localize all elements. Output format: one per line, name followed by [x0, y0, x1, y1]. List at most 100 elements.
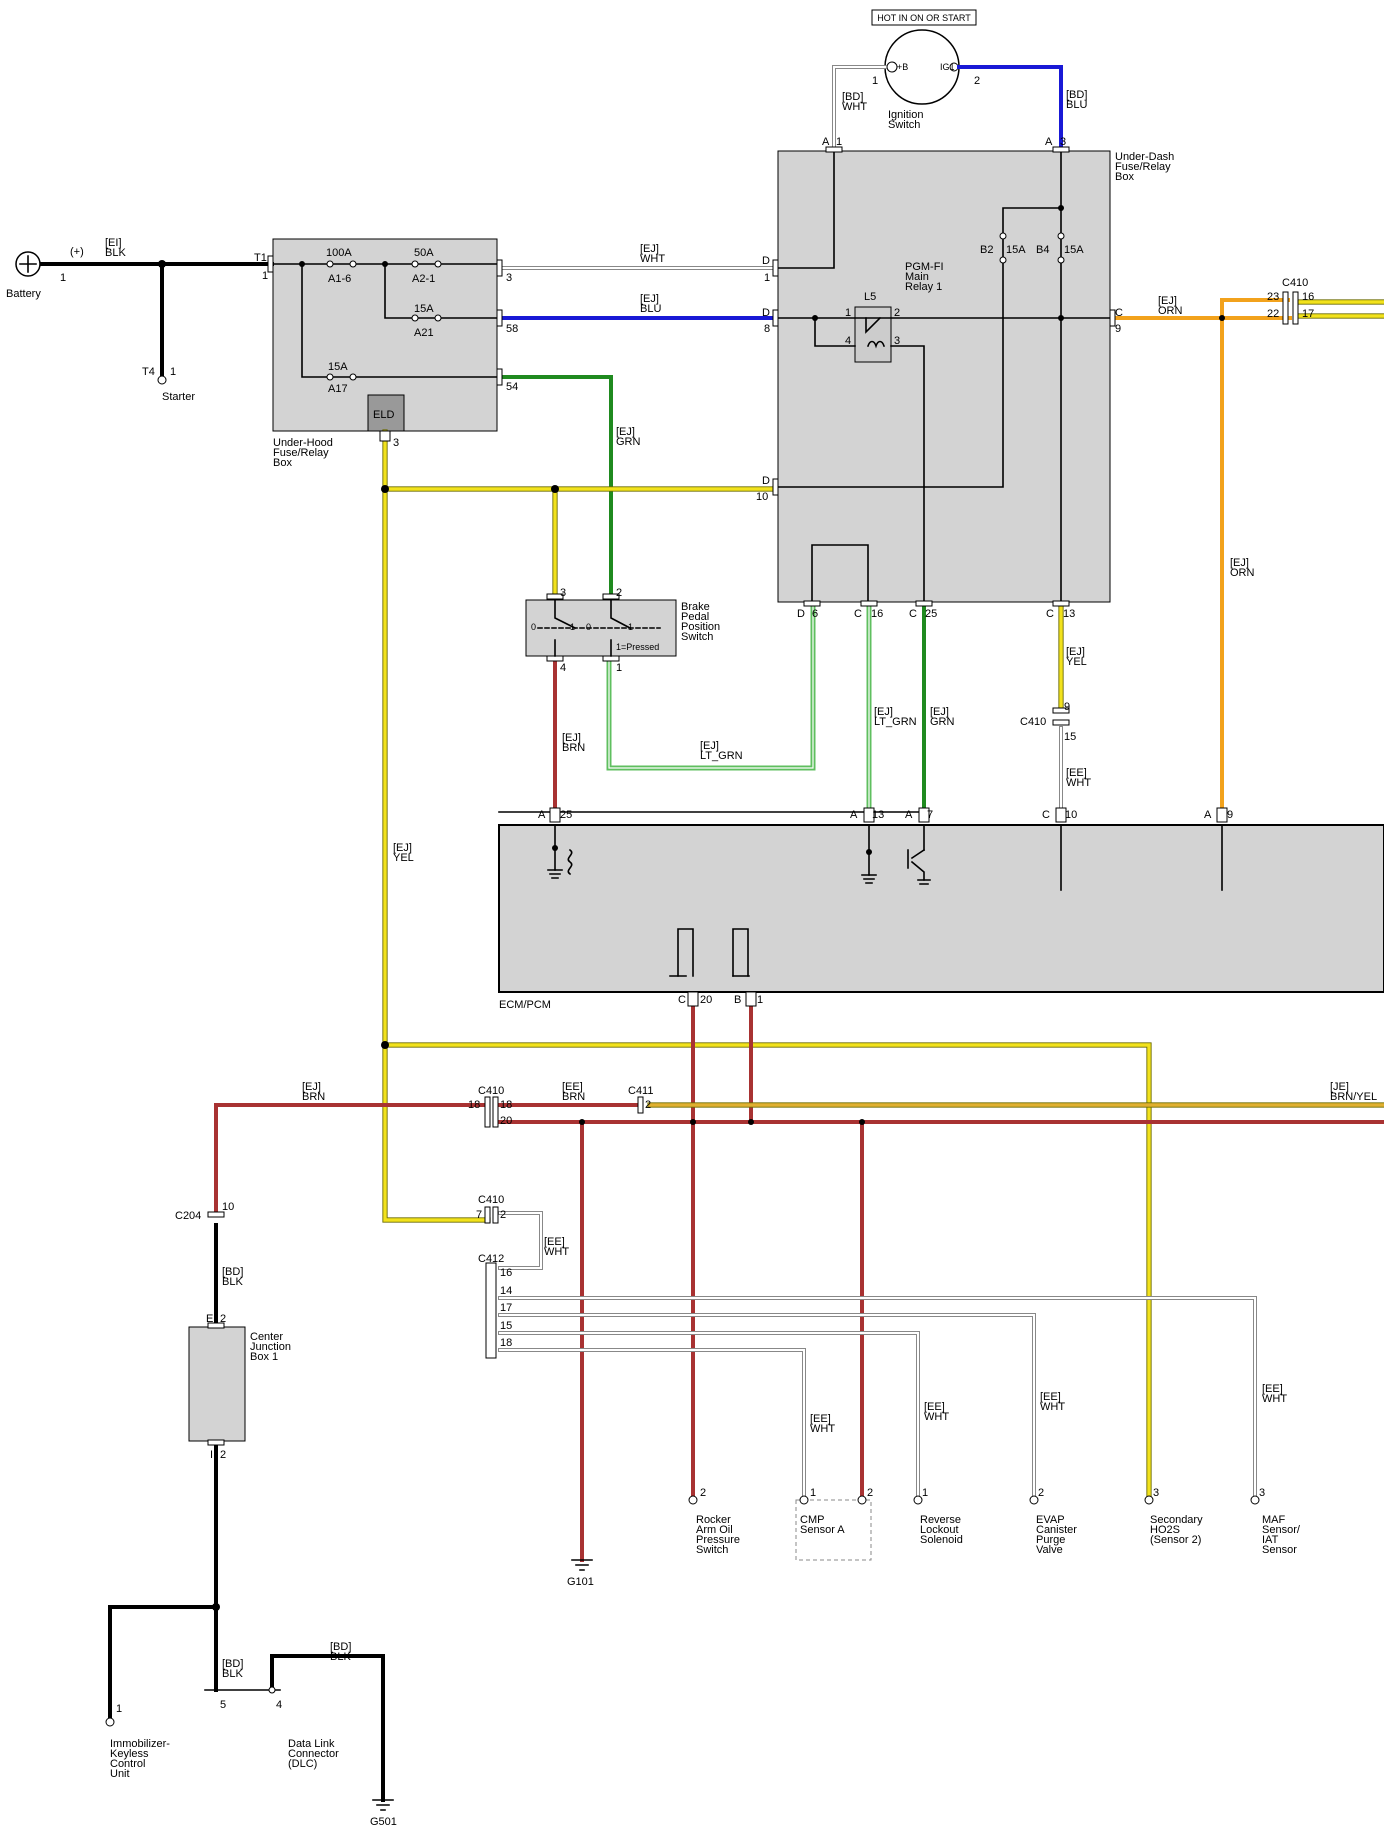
c412-pin18: 18 [500, 1337, 512, 1349]
pin-c13-letter: C [1046, 608, 1054, 620]
hot-label-box [871, 9, 977, 26]
c411-pin: 2 [645, 1099, 651, 1111]
fuse-15a-a17: 15A [328, 361, 348, 373]
starter-label: Starter [162, 391, 195, 403]
pin-d6-letter: D [797, 608, 805, 620]
brake-state-1b: 1 [628, 622, 633, 632]
wire-label-bd-wht: [BD]WHT [842, 91, 867, 113]
starter-pin: 1 [170, 366, 176, 378]
wire-label-ee-wht4: [EE]WHT [924, 1401, 949, 1423]
c410a-pin17: 17 [1302, 308, 1314, 320]
ign-pin-b: +B [897, 62, 908, 72]
wire-label-ee-wht2: [EE]WHT [544, 1236, 569, 1258]
c410d-name: C410 [478, 1194, 504, 1206]
c410a-pin23: 23 [1267, 291, 1279, 303]
wire-label-ej-wht: [EJ]WHT [640, 243, 665, 265]
pin-a1-num: 1 [836, 136, 842, 148]
fuse-b4-label: B4 [1036, 244, 1049, 256]
pin-d10-num: 10 [756, 491, 768, 503]
wire-label-bd-blk3: [BD]BLK [330, 1641, 351, 1663]
ecm-b1-letter: B [734, 994, 741, 1006]
maf-pin: 3 [1259, 1487, 1265, 1499]
cjb-i-num: 2 [220, 1449, 226, 1461]
starter-connector: T4 [142, 366, 155, 378]
c412-pin15: 15 [500, 1320, 512, 1332]
pin-d8-letter: D [762, 307, 770, 319]
ecm-c20-letter: C [678, 994, 686, 1006]
pin-d1-num: 1 [764, 272, 770, 284]
ecm-a7-letter: A [905, 809, 913, 821]
wire-label-ee-wht3: [EE]WHT [810, 1413, 835, 1435]
pin-a1-letter: A [822, 136, 830, 148]
brake-state-1a: 1 [570, 622, 575, 632]
cmp-pin2: 2 [867, 1487, 873, 1499]
wire-label-ej-orn2: [EJ]ORN [1230, 557, 1255, 579]
ecm-label: ECM/PCM [499, 999, 551, 1011]
cmp-dashed-box [795, 1499, 872, 1561]
c410b-pin9: 9 [1064, 701, 1070, 713]
wire-label-ej-orn: [EJ]ORN [1158, 295, 1183, 317]
brake-pin4: 4 [560, 662, 566, 674]
relay-pin3: 3 [894, 335, 900, 347]
pin-a3-letter: A [1045, 136, 1053, 148]
ecm-c10-num: 10 [1065, 809, 1077, 821]
c204-pin: 10 [222, 1201, 234, 1213]
relay-pin4: 4 [845, 335, 851, 347]
immobilizer-pin: 1 [116, 1703, 122, 1715]
c411-name: C411 [628, 1085, 653, 1097]
ign-pin2: 2 [974, 75, 980, 87]
relay-pin1: 1 [845, 307, 851, 319]
c412-pin17: 17 [500, 1302, 512, 1314]
wire-label-ej-grn: [EJ]GRN [616, 426, 641, 448]
rocker-pin: 2 [700, 1487, 706, 1499]
wire-label-bd-blu: [BD]BLU [1066, 89, 1087, 111]
fuse-a1-6: A1-6 [328, 273, 351, 285]
wire-label-ej-grn2: [EJ]GRN [930, 706, 955, 728]
c410c-name: C410 [478, 1085, 504, 1097]
wire-ej-grn [500, 375, 613, 598]
c204-name: C204 [175, 1210, 201, 1222]
wire-label-ej-brn: [EJ]BRN [562, 732, 585, 754]
battery-label: Battery [6, 288, 41, 300]
fuse-b2-label: B2 [980, 244, 993, 256]
cjb-i-letter: I [210, 1449, 213, 1461]
pin-a3-num: 3 [1060, 136, 1066, 148]
c410b-name: C410 [1020, 716, 1046, 728]
pin-d10-letter: D [762, 475, 770, 487]
pin-c25-num: 25 [925, 608, 937, 620]
pin-d6-num: 6 [812, 608, 818, 620]
g101-label: G101 [567, 1576, 594, 1588]
brake-state-0a: 0 [531, 622, 536, 632]
g501-label: G501 [370, 1816, 397, 1828]
hot-label: HOT IN ON OR START [877, 13, 971, 23]
brake-pin1: 1 [616, 662, 622, 674]
battery-pin: 1 [60, 272, 66, 284]
brake-state-0b: 0 [586, 622, 591, 632]
ecm-a13-letter: A [850, 809, 858, 821]
fuse-a2-1: A2-1 [412, 273, 435, 285]
ign-pin1: 1 [872, 75, 878, 87]
eld-label: ELD [373, 409, 394, 421]
wire-label-bd-blk2: [BD]BLK [222, 1658, 243, 1680]
uh-pin-3: 3 [506, 272, 512, 284]
fuse-100a: 100A [326, 247, 352, 259]
dlc-pin4: 4 [276, 1699, 282, 1711]
c410a-pin22: 22 [1267, 308, 1279, 320]
ecm-a9-num: 9 [1227, 809, 1233, 821]
evap-pin: 2 [1038, 1487, 1044, 1499]
wire-label-lt-grn2: [EJ]LT_GRN [874, 706, 917, 728]
wire-label-ee-wht6: [EE]WHT [1262, 1383, 1287, 1405]
brake-pressed-note: 1=Pressed [616, 642, 659, 652]
pin-c9-letter: C [1115, 307, 1123, 319]
fuse-a21: A21 [414, 327, 434, 339]
